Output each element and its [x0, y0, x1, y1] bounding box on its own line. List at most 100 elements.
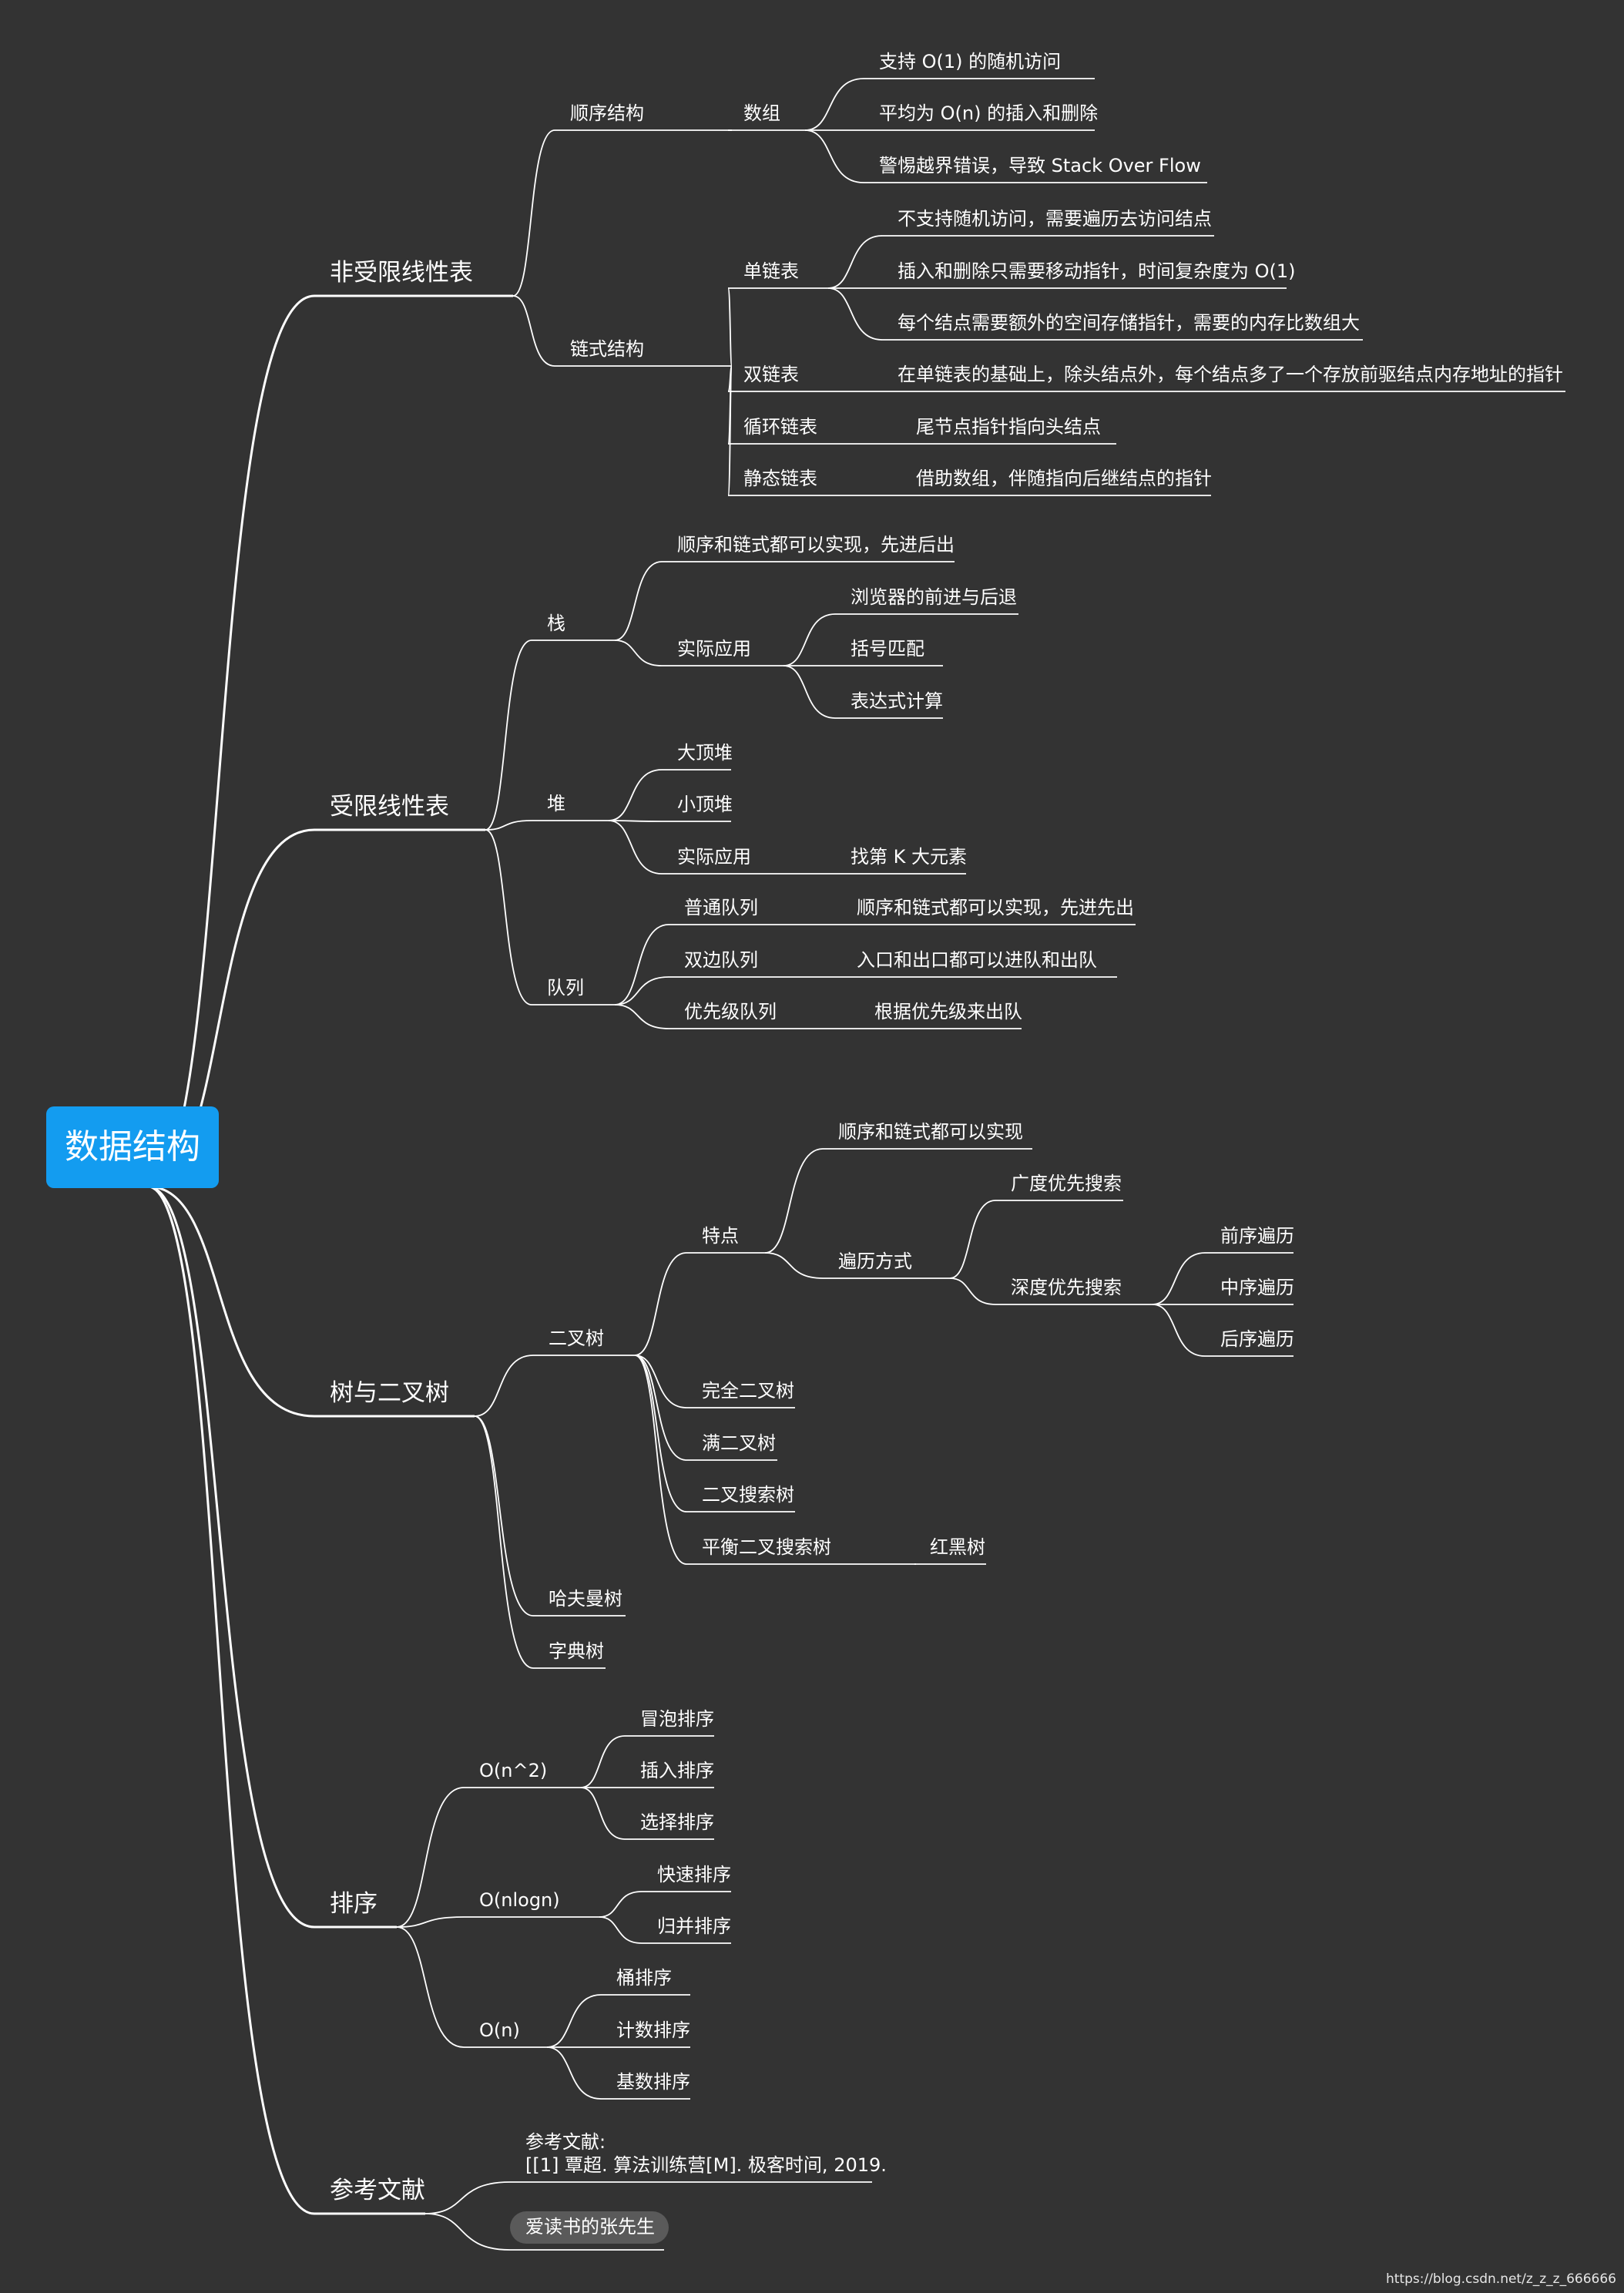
node-3-2-2[interactable]: 基数排序 — [601, 2071, 690, 2100]
node-2-0-0-1-1-2[interactable]: 后序遍历 — [1205, 1328, 1294, 1357]
link-3-0-2 — [580, 1787, 626, 1840]
node-2-1[interactable]: 哈夫曼树 — [533, 1588, 626, 1617]
node-0-1-3-0[interactable]: 借助数组，伴随指向后继结点的指针 — [901, 468, 1212, 496]
node-0-1-0-0[interactable]: 不支持随机访问，需要遍历去访问结点 — [882, 208, 1214, 237]
link-0-0-0-2 — [804, 129, 864, 183]
node-2-0-0-1-1[interactable]: 深度优先搜索 — [995, 1277, 1153, 1305]
node-1-1-1[interactable]: 小顶堆 — [662, 794, 733, 822]
node-0-1[interactable]: 链式结构 — [555, 338, 732, 367]
node-0-1-1[interactable]: 双链表 — [728, 364, 828, 392]
node-3-2-0[interactable]: 桶排序 — [601, 1967, 690, 1996]
node-0-1-0-2[interactable]: 每个结点需要额外的空间存储指针，需要的内存比数组大 — [882, 312, 1363, 341]
node-1-0-0[interactable]: 顺序和链式都可以实现，先进后出 — [662, 534, 955, 562]
node-label-1-2-1-0: 入口和出口都可以进队和出队 — [857, 949, 1097, 971]
node-1-0[interactable]: 栈 — [532, 613, 615, 641]
node-2-0-3[interactable]: 二叉搜索树 — [686, 1484, 795, 1512]
node-3-0[interactable]: O(n^2) — [464, 1760, 581, 1788]
node-4-0[interactable]: 参考文献:[[1] 覃超. 算法训练营[M]. 极客时间, 2019. — [510, 2131, 887, 2183]
node-label-0-1-0-2: 每个结点需要额外的空间存储指针，需要的内存比数组大 — [898, 312, 1360, 334]
node-2-0-1[interactable]: 完全二叉树 — [686, 1380, 795, 1408]
node-label-0-1-3-0: 借助数组，伴随指向后继结点的指针 — [916, 468, 1212, 489]
node-label-0-1-3: 静态链表 — [743, 468, 817, 489]
node-label-2-0-0-0: 顺序和链式都可以实现 — [838, 1121, 1023, 1143]
node-2[interactable]: 树与二叉树 — [314, 1379, 475, 1418]
node-3-0-0[interactable]: 冒泡排序 — [625, 1708, 714, 1737]
node-label-1-0-0: 顺序和链式都可以实现，先进后出 — [677, 534, 955, 556]
node-2-0-2[interactable]: 满二叉树 — [686, 1432, 777, 1461]
node-0-0-0-2[interactable]: 警惕越界错误，导致 Stack Over Flow — [864, 155, 1207, 183]
node-label-3-0-2: 选择排序 — [640, 1811, 714, 1833]
node-2-0-0-1-1-1[interactable]: 中序遍历 — [1205, 1277, 1294, 1305]
node-1-0-1[interactable]: 实际应用 — [662, 638, 783, 666]
node-1-2-2-0[interactable]: 根据优先级来出队 — [859, 1001, 1022, 1029]
link-0-1-0-0 — [827, 235, 883, 289]
node-1-2-1[interactable]: 双边队列 — [669, 949, 787, 978]
node-2-0-0-0[interactable]: 顺序和链式都可以实现 — [823, 1121, 1032, 1150]
link-4-1 — [424, 2213, 511, 2251]
node-1[interactable]: 受限线性表 — [314, 793, 485, 831]
node-1-2[interactable]: 队列 — [532, 977, 615, 1005]
node-3[interactable]: 排序 — [314, 1890, 397, 1929]
node-0-1-2-0[interactable]: 尾节点指针指向头结点 — [901, 416, 1116, 445]
node-3-1-0[interactable]: 快速排序 — [642, 1864, 731, 1892]
node-label-1-1-0: 大顶堆 — [677, 742, 733, 764]
node-0-0[interactable]: 顺序结构 — [555, 102, 732, 131]
node-1-2-0[interactable]: 普通队列 — [669, 897, 787, 925]
link-2-0-3 — [634, 1355, 687, 1512]
node-0-1-1-0[interactable]: 在单链表的基础上，除头结点外，每个结点多了一个存放前驱结点内存地址的指针 — [882, 364, 1565, 392]
node-4[interactable]: 参考文献 — [314, 2177, 425, 2215]
node-0-1-0[interactable]: 单链表 — [728, 260, 828, 289]
node-1-2-0-0[interactable]: 顺序和链式都可以实现，先进先出 — [841, 897, 1136, 925]
node-4-1[interactable]: 爱读书的张先生 — [510, 2211, 669, 2251]
root-node-box — [46, 1106, 219, 1188]
link-2-0-0-1-0 — [949, 1200, 996, 1279]
node-1-2-2[interactable]: 优先级队列 — [669, 1001, 806, 1029]
node-label-3-1: O(nlogn) — [479, 1889, 560, 1911]
root-node[interactable]: 数据结构 — [46, 1106, 219, 1188]
node-3-1[interactable]: O(nlogn) — [464, 1889, 599, 1918]
node-1-1-2[interactable]: 实际应用 — [662, 846, 777, 875]
node-0-1-2[interactable]: 循环链表 — [728, 416, 828, 445]
node-2-0-4-0[interactable]: 红黑树 — [914, 1536, 986, 1565]
node-2-2[interactable]: 字典树 — [533, 1640, 606, 1669]
node-1-0-1-1[interactable]: 括号匹配 — [835, 638, 943, 666]
node-label-2-0-0-1-1: 深度优先搜索 — [1011, 1277, 1122, 1298]
node-0[interactable]: 非受限线性表 — [314, 259, 513, 297]
node-label-3-1-0: 快速排序 — [657, 1864, 731, 1885]
link-4-0 — [424, 2181, 511, 2214]
node-label-1-2-2: 优先级队列 — [684, 1001, 777, 1022]
link-1-2-0 — [614, 924, 669, 1005]
node-1-0-1-0[interactable]: 浏览器的前进与后退 — [835, 586, 1018, 615]
node-3-2[interactable]: O(n) — [464, 2019, 547, 2048]
node-3-1-1[interactable]: 归并排序 — [642, 1915, 731, 1944]
node-0-1-0-1[interactable]: 插入和删除只需要移动指针，时间复杂度为 O(1) — [882, 260, 1296, 289]
node-0-0-0[interactable]: 数组 — [728, 102, 805, 131]
node-0-1-3[interactable]: 静态链表 — [728, 468, 828, 496]
node-3-0-1[interactable]: 插入排序 — [625, 1760, 714, 1788]
link-1-0-0 — [614, 561, 663, 641]
node-1-2-1-0[interactable]: 入口和出口都可以进队和出队 — [841, 949, 1117, 978]
node-3-2-1[interactable]: 计数排序 — [601, 2019, 690, 2048]
node-label-2-0-2: 满二叉树 — [702, 1432, 776, 1454]
node-1-0-1-2[interactable]: 表达式计算 — [835, 690, 943, 719]
node-2-0-0[interactable]: 特点 — [686, 1225, 765, 1254]
node-2-0-4[interactable]: 平衡二叉搜索树 — [686, 1536, 916, 1565]
node-2-0-0-1-0[interactable]: 广度优先搜索 — [995, 1173, 1123, 1201]
node-1-1[interactable]: 堆 — [532, 793, 609, 821]
node-1-1-2-0[interactable]: 找第 K 大元素 — [835, 846, 967, 875]
node-2-0[interactable]: 二叉树 — [533, 1328, 635, 1356]
node-label-2-0-4-0: 红黑树 — [930, 1536, 985, 1558]
node-1-1-0[interactable]: 大顶堆 — [662, 742, 733, 770]
node-2-0-0-1-1-0[interactable]: 前序遍历 — [1205, 1225, 1294, 1254]
node-0-0-0-1[interactable]: 平均为 O(n) 的插入和删除 — [864, 102, 1098, 131]
link-root-0 — [147, 294, 315, 1188]
node-label-1-2-2-0: 根据优先级来出队 — [874, 1001, 1022, 1022]
node-3-0-2[interactable]: 选择排序 — [625, 1811, 714, 1840]
mind-map-nodes: 非受限线性表 顺序结构数组 支持 O(1) 的随机访问平均为 O(n) 的插入和删除… — [314, 51, 1565, 2251]
node-0-0-0-0[interactable]: 支持 O(1) 的随机访问 — [864, 51, 1095, 79]
node-2-0-0-1[interactable]: 遍历方式 — [823, 1251, 950, 1279]
node-label-2-0-0-1-1-1: 中序遍历 — [1220, 1277, 1294, 1298]
link-1-0-1 — [614, 640, 663, 666]
link-2-0 — [474, 1355, 534, 1417]
link-2-1 — [474, 1415, 534, 1617]
